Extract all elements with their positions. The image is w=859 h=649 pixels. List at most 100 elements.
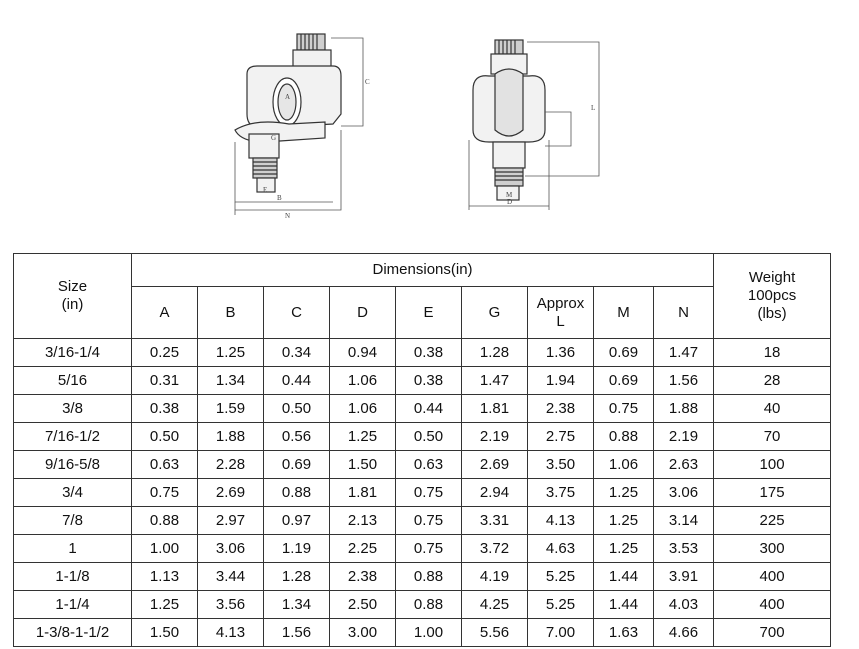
cell-n: 3.14 <box>652 506 715 535</box>
label-a: A <box>285 93 290 101</box>
cell-g: 5.56 <box>461 618 528 647</box>
cell-m: 0.69 <box>593 338 654 367</box>
cell-m: 1.44 <box>593 562 654 591</box>
column-header-m: M <box>593 286 654 339</box>
cell-n: 2.19 <box>652 422 715 451</box>
label-b: B <box>277 194 282 202</box>
column-header-e: E <box>395 286 462 339</box>
cell-m: 0.69 <box>593 366 654 395</box>
cell-m: 0.75 <box>593 394 654 423</box>
label-d: D <box>507 198 512 206</box>
cell-l: 1.94 <box>527 366 594 395</box>
cell-e: 0.88 <box>395 562 462 591</box>
cell-c: 1.34 <box>263 590 330 619</box>
cell-g: 3.72 <box>461 534 528 563</box>
cell-e: 0.75 <box>395 478 462 507</box>
cell-g: 3.31 <box>461 506 528 535</box>
label-g: G <box>271 134 276 142</box>
cell-c: 1.56 <box>263 618 330 647</box>
cell-a: 0.63 <box>131 450 198 479</box>
cell-a: 0.38 <box>131 394 198 423</box>
cell-l: 3.75 <box>527 478 594 507</box>
cell-d: 3.00 <box>329 618 396 647</box>
column-header-c: C <box>263 286 330 339</box>
cell-n: 4.66 <box>652 618 715 647</box>
column-header-a: A <box>131 286 198 339</box>
cell-l: 2.38 <box>527 394 594 423</box>
cell-d: 2.38 <box>329 562 396 591</box>
cell-g: 2.94 <box>461 478 528 507</box>
cell-c: 0.44 <box>263 366 330 395</box>
cell-l: 3.50 <box>527 450 594 479</box>
cell-g: 1.28 <box>461 338 528 367</box>
cell-b: 2.28 <box>197 450 264 479</box>
label-n: N <box>285 212 290 220</box>
cell-e: 0.63 <box>395 450 462 479</box>
cell-size: 1-1/4 <box>13 590 132 619</box>
cell-size: 5/16 <box>13 366 132 395</box>
cell-m: 1.63 <box>593 618 654 647</box>
cell-c: 0.56 <box>263 422 330 451</box>
column-header-approx-l: Approx L <box>527 286 594 339</box>
cell-l: 5.25 <box>527 590 594 619</box>
cell-a: 0.88 <box>131 506 198 535</box>
cell-weight: 175 <box>713 478 832 507</box>
cell-b: 1.25 <box>197 338 264 367</box>
label-m: M <box>506 191 513 199</box>
cell-d: 2.50 <box>329 590 396 619</box>
cell-m: 1.25 <box>593 478 654 507</box>
cell-n: 1.47 <box>652 338 715 367</box>
cell-b: 4.13 <box>197 618 264 647</box>
column-header-g: G <box>461 286 528 339</box>
cell-size: 3/8 <box>13 394 132 423</box>
cell-e: 0.88 <box>395 590 462 619</box>
cell-b: 1.59 <box>197 394 264 423</box>
cell-a: 1.13 <box>131 562 198 591</box>
cell-d: 0.94 <box>329 338 396 367</box>
cell-d: 2.13 <box>329 506 396 535</box>
technical-drawings: A C E G B N M D L <box>0 0 859 240</box>
cell-d: 1.06 <box>329 394 396 423</box>
side-view-drawing: A C E G B N <box>234 33 370 220</box>
cell-weight: 18 <box>713 338 832 367</box>
label-c: C <box>365 78 370 86</box>
cell-size: 1-3/8-1-1/2 <box>13 618 132 647</box>
cell-e: 0.50 <box>395 422 462 451</box>
cell-b: 3.56 <box>197 590 264 619</box>
cell-n: 1.88 <box>652 394 715 423</box>
cell-d: 1.25 <box>329 422 396 451</box>
cell-b: 2.97 <box>197 506 264 535</box>
cell-g: 1.81 <box>461 394 528 423</box>
cell-n: 3.91 <box>652 562 715 591</box>
cell-m: 1.44 <box>593 590 654 619</box>
cell-a: 0.50 <box>131 422 198 451</box>
cell-c: 1.28 <box>263 562 330 591</box>
label-e: E <box>263 186 267 194</box>
cell-weight: 400 <box>713 590 832 619</box>
label-l: L <box>591 104 595 112</box>
cell-size: 7/8 <box>13 506 132 535</box>
cell-e: 0.38 <box>395 338 462 367</box>
cell-size: 3/16-1/4 <box>13 338 132 367</box>
cell-c: 0.88 <box>263 478 330 507</box>
cell-m: 1.25 <box>593 506 654 535</box>
cell-g: 2.69 <box>461 450 528 479</box>
cell-n: 1.56 <box>652 366 715 395</box>
cell-weight: 28 <box>713 366 832 395</box>
front-view-drawing: M D L <box>468 39 600 210</box>
cell-g: 1.47 <box>461 366 528 395</box>
cell-e: 0.38 <box>395 366 462 395</box>
cell-e: 0.75 <box>395 534 462 563</box>
cell-b: 3.44 <box>197 562 264 591</box>
cell-weight: 400 <box>713 562 832 591</box>
cell-c: 0.34 <box>263 338 330 367</box>
